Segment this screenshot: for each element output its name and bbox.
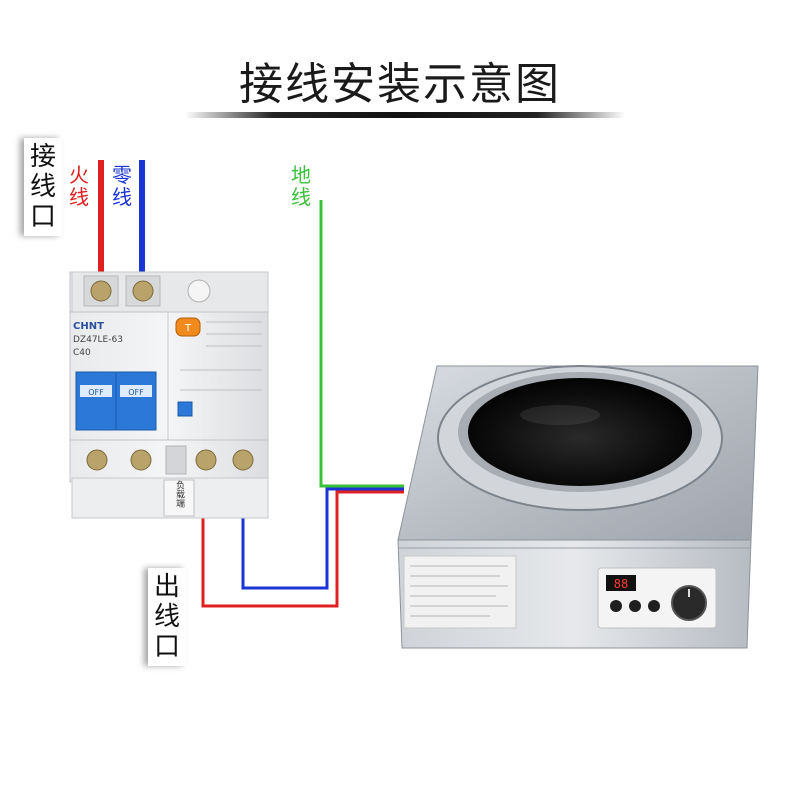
display-readout: 88 [614,577,628,591]
output-port-tag: 出线口 [148,568,186,666]
neutral-wire-out [241,478,404,590]
wok-bowl [468,378,692,486]
title-underline [185,112,625,118]
load-side-label: 负载端 [174,479,185,508]
input-port-tag: 接线口 [24,138,62,236]
breaker-rating: C40 [73,348,91,358]
instruction-label [403,555,517,629]
ground-wire [319,200,404,488]
supply-wires [98,160,145,275]
live-wire-in [98,160,104,275]
test-button-label: T [184,323,192,334]
induction-wok-cooker: 88 [397,365,759,649]
leakage-breaker: CHNT DZ47LE-63 C40 T OFF OFF [69,271,269,519]
power-knob[interactable] [671,585,707,621]
live-wire-label: 火线 [69,163,89,209]
top-terminals [83,275,211,307]
fire-button[interactable] [648,600,660,612]
test-button[interactable] [175,317,201,337]
neutral-wire-in [139,160,145,275]
digital-display [606,575,636,591]
page-title: 接线安装示意图 [239,59,561,110]
toggle-off-label-1: OFF [88,388,104,397]
breaker-toggles[interactable]: OFF OFF [75,371,157,431]
live-wire-out [201,478,404,608]
reset-button[interactable] [177,401,193,417]
toggle-off-label-2: OFF [128,388,144,397]
bottom-terminals [86,445,254,475]
breaker-model: DZ47LE-63 [73,335,123,345]
power-button[interactable] [610,600,622,612]
ground-wire-label: 地线 [291,163,311,209]
breaker-brand: CHNT [73,321,104,332]
mode-button[interactable] [629,600,641,612]
neutral-wire-label: 零线 [112,163,132,209]
